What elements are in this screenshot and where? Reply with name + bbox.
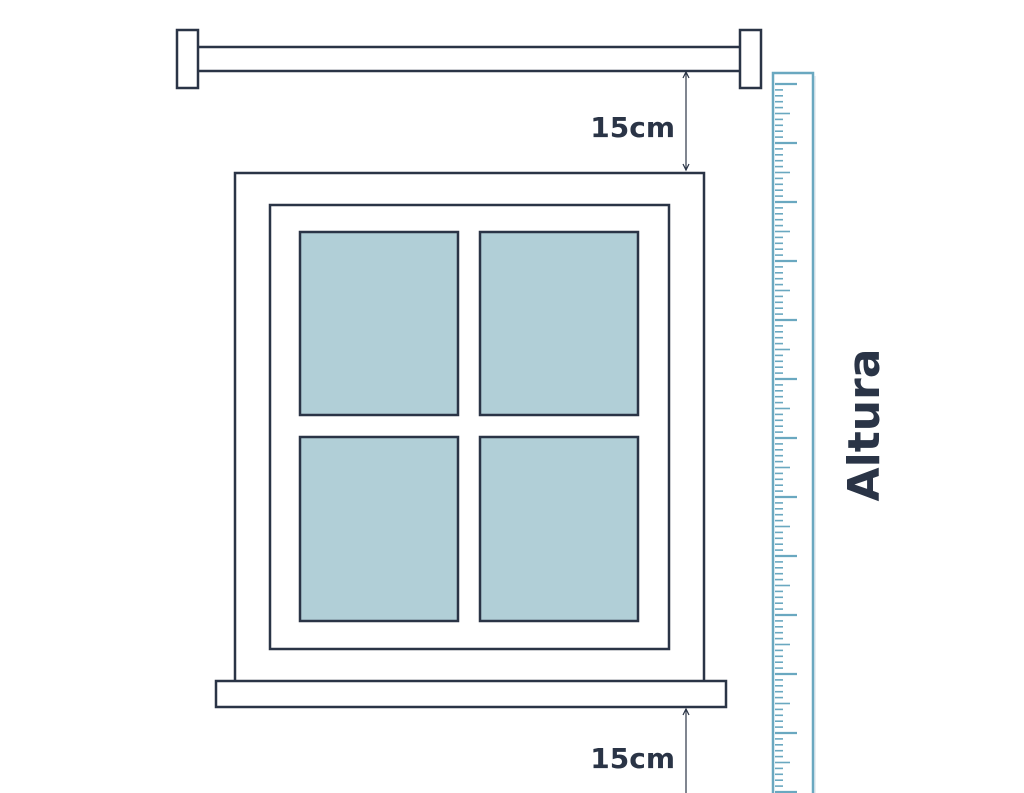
bottom-dimension: 15cm xyxy=(590,707,690,793)
rod-end-left xyxy=(175,28,200,90)
curtain-rod xyxy=(175,28,763,90)
glass-pane-top-left xyxy=(298,230,460,417)
top-dimension-arrow-up xyxy=(682,70,690,79)
window xyxy=(214,171,728,709)
bottom-gap-label: 15cm xyxy=(590,742,675,775)
window-sill xyxy=(214,679,728,709)
top-dimension: 15cm xyxy=(590,70,690,172)
height-axis-label: Altura xyxy=(839,349,890,502)
ruler xyxy=(771,71,816,793)
rod-end-right xyxy=(738,28,763,90)
ruler-ticks xyxy=(775,82,797,793)
top-dimension-arrow-down xyxy=(682,163,690,172)
glass-pane-top-right xyxy=(478,230,640,417)
glass-pane-bottom-right xyxy=(478,435,640,623)
bottom-dimension-arrow-up xyxy=(682,707,690,716)
rod-bar xyxy=(194,45,744,73)
top-gap-label: 15cm xyxy=(590,111,675,144)
glass-pane-bottom-left xyxy=(298,435,460,623)
